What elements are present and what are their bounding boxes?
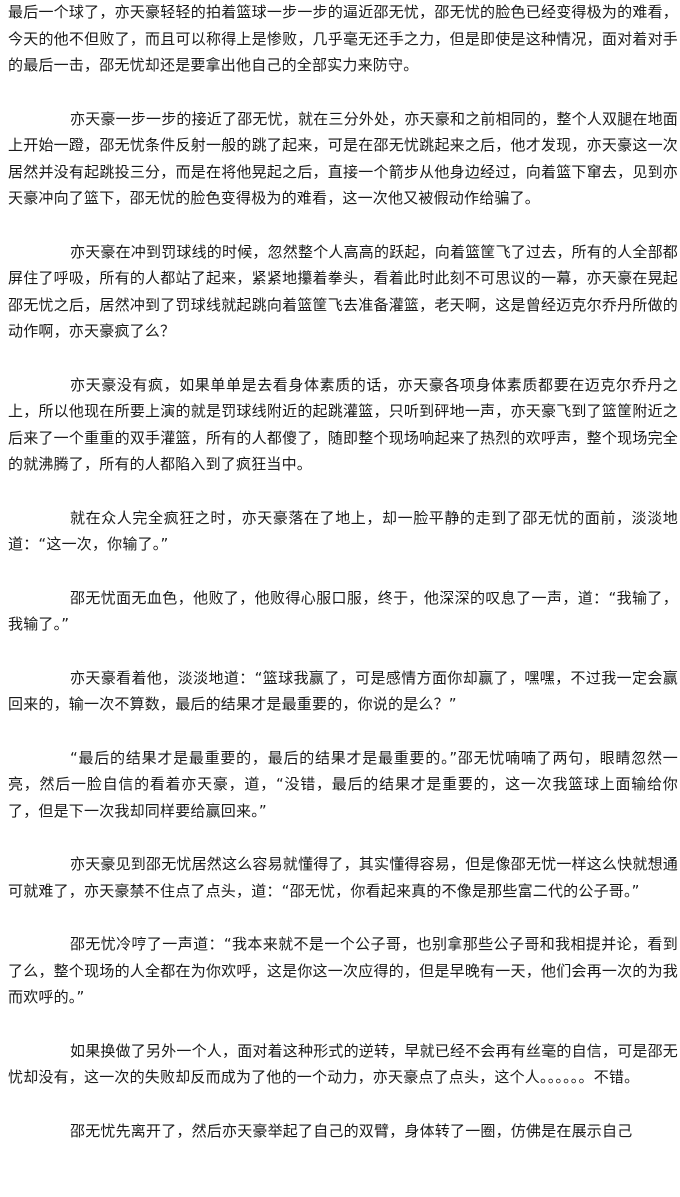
paragraph: 就在众人完全疯狂之时，亦天豪落在了地上，却一脸平静的走到了邵无忧的面前，淡淡地道… (8, 508, 678, 554)
paragraph: 亦天豪在冲到罚球线的时候，忽然整个人高高的跃起，向着篮筐飞了过去，所有的人全部都… (8, 242, 679, 341)
paragraph: “最后的结果才是最重要的，最后的结果才是最重要的。”邵无忧喃喃了两句，眼睛忽然一… (8, 748, 678, 820)
paragraph: 最后一个球了，亦天豪轻轻的拍着篮球一步一步的逼近邵无忧，邵无忧的脸色已经变得极为… (8, 3, 678, 74)
paragraph: 邵无忧冷哼了一声道：“我本来就不是一个公子哥，也别拿那些公子哥和我相提并论，看到… (8, 935, 678, 1006)
paragraph: 邵无忧先离开了，然后亦天豪举起了自己的双臂，身体转了一圈，仿佛是在展示自己 (70, 1121, 633, 1140)
paragraph: 亦天豪看着他，淡淡地道：“篮球我赢了，可是感情方面你却赢了，嘿嘿，不过我一定会赢… (8, 668, 678, 714)
paragraph: 亦天豪见到邵无忧居然这么容易就懂得了，其实懂得容易，但是像邵无忧一样这么快就想通… (8, 855, 679, 900)
paragraph: 亦天豪没有疯，如果单单是去看身体素质的话，亦天豪各项身体素质都要在迈克尔乔丹之上… (8, 375, 678, 474)
paragraph: 如果换做了另外一个人，面对着这种形式的逆转，早就已经不会再有丝毫的自信，可是邵无… (8, 1041, 679, 1087)
paragraph: 邵无忧面无血色，他败了，他败得心服口服，终于，他深深的叹息了一声，道：“我输了，… (8, 588, 678, 634)
paragraph: 亦天豪一步一步的接近了邵无忧，就在三分外处，亦天豪和之前相同的，整个人双腿在地面… (8, 109, 679, 208)
